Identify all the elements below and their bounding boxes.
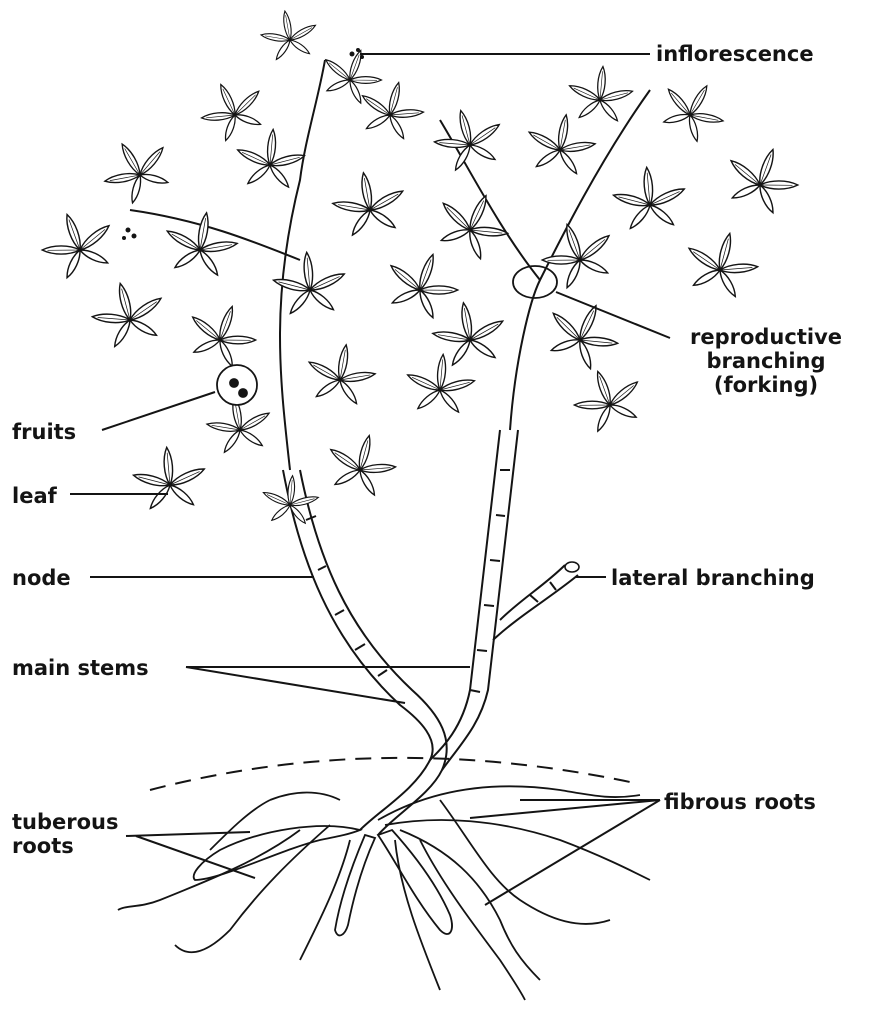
roots-drawing — [118, 786, 650, 1000]
label-lateral-branching: lateral branching — [611, 566, 815, 590]
label-reproductive-line1: reproductive — [672, 325, 860, 349]
canopy-leaves — [32, 6, 807, 526]
label-reproductive-line3: (forking) — [672, 373, 860, 397]
fruits-drawing — [217, 365, 257, 405]
label-main-stems: main stems — [12, 656, 149, 680]
label-node: node — [12, 566, 71, 590]
label-tuberous-roots: tuberous roots — [12, 810, 119, 858]
label-fruits: fruits — [12, 420, 76, 444]
label-reproductive-line2: branching — [672, 349, 860, 373]
inflorescence-drawing — [122, 48, 364, 240]
label-tuberous-line2: roots — [12, 834, 119, 858]
label-inflorescence: inflorescence — [656, 42, 814, 66]
stem-nodes — [306, 470, 556, 692]
label-reproductive-branching: reproductive branching (forking) — [672, 325, 860, 397]
label-leaf: leaf — [12, 484, 57, 508]
label-tuberous-line1: tuberous — [12, 810, 119, 834]
main-stems-drawing — [130, 60, 650, 835]
label-fibrous-roots: fibrous roots — [664, 790, 816, 814]
soil-line — [150, 758, 630, 790]
